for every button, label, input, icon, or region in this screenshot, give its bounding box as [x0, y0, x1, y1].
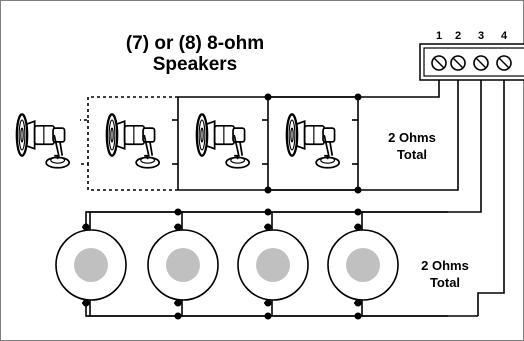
cone-speaker-group: [55, 229, 399, 301]
junction-dot: [354, 208, 362, 216]
horn-speaker-icon: [195, 113, 251, 169]
wire: [477, 70, 505, 316]
terminal-label-2: 2: [454, 30, 462, 42]
junction-dot: [82, 223, 90, 231]
junction-dot: [354, 186, 362, 194]
junction-dot: [354, 223, 362, 231]
round-ceiling-speaker-icon: [237, 229, 309, 301]
terminal-label-3: 3: [477, 30, 485, 42]
round-ceiling-speaker-icon: [147, 229, 219, 301]
terminal-label-4: 4: [500, 30, 508, 42]
junction-dot: [174, 208, 182, 216]
junction-dot: [264, 299, 272, 307]
junction-dots: [82, 93, 362, 320]
junction-dot: [354, 299, 362, 307]
title-line-2: Speakers: [152, 54, 238, 75]
junction-dot: [264, 93, 272, 101]
junction-dot: [174, 299, 182, 307]
junction-dot: [264, 223, 272, 231]
junction-dot: [174, 312, 182, 320]
junction-dot: [174, 223, 182, 231]
terminal-screw-slot: [499, 58, 509, 68]
junction-dot: [264, 208, 272, 216]
terminal-screw-slot: [453, 58, 463, 68]
junction-dot: [354, 93, 362, 101]
terminal-screw-slot: [476, 58, 486, 68]
junction-dot: [82, 299, 90, 307]
horn-speaker-icon: [285, 113, 341, 169]
round-ceiling-speaker-icon: [327, 229, 399, 301]
horn-impedance-line-1: 2 Ohms: [388, 130, 436, 145]
terminal-label-1: 1: [435, 30, 443, 42]
cone-center: [166, 248, 200, 282]
title-line-1: (7) or (8) 8-ohm: [125, 33, 265, 54]
cone-center: [74, 248, 108, 282]
junction-dot: [264, 186, 272, 194]
cone-center: [346, 248, 380, 282]
optional-speaker-wire: [80, 163, 178, 191]
terminal-screw-slot: [434, 58, 444, 68]
junction-dot: [354, 312, 362, 320]
junction-dot: [264, 312, 272, 320]
cone-impedance-line-2: Total: [429, 275, 461, 290]
horn-speaker-icon: [15, 113, 71, 169]
horn-speaker-icon: [105, 113, 161, 169]
round-ceiling-speaker-icon: [55, 229, 127, 301]
cone-center: [256, 248, 290, 282]
wire: [268, 70, 440, 98]
horn-impedance-line-2: Total: [396, 147, 428, 162]
cone-impedance-line-1: 2 Ohms: [421, 258, 469, 273]
terminal-block: [419, 43, 524, 81]
optional-speaker-wire: [80, 96, 178, 121]
